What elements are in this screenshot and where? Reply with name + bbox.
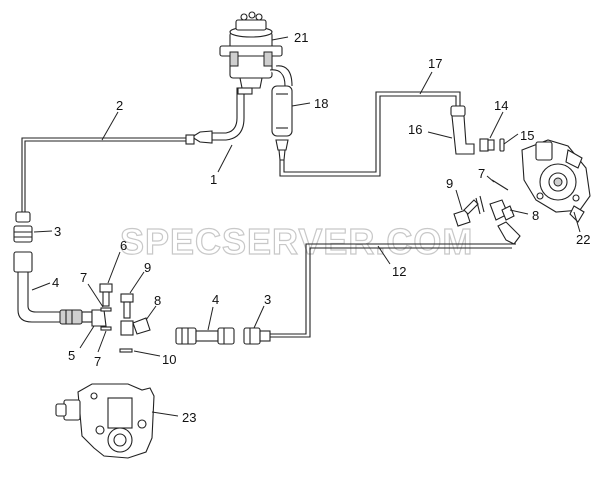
callout-1: 1 — [210, 172, 217, 187]
watermark-text: SPECSERVER.COM — [120, 221, 473, 262]
callout-17: 17 — [428, 56, 442, 71]
callout-3-center: 3 — [264, 292, 271, 307]
banjo-bolt-9-left — [120, 293, 134, 319]
fitting-3-center — [243, 327, 271, 345]
callout-10: 10 — [162, 352, 176, 367]
reservoir-tank — [219, 11, 283, 89]
callout-22: 22 — [576, 232, 590, 247]
hose-4-center — [175, 327, 235, 345]
return-line-12 — [270, 243, 516, 335]
callout-5: 5 — [68, 348, 75, 363]
callout-2: 2 — [116, 98, 123, 113]
callout-9-left: 9 — [144, 260, 151, 275]
callout-7-upper: 7 — [80, 270, 87, 285]
callout-6: 6 — [120, 238, 127, 253]
callout-4-center: 4 — [212, 292, 219, 307]
leader-lines — [31, 36, 581, 417]
fitting-8-right — [489, 199, 515, 221]
callout-8-right: 8 — [532, 208, 539, 223]
elbow-fitting-5 — [91, 309, 107, 327]
callout-23: 23 — [182, 410, 196, 425]
washer-10 — [119, 348, 133, 353]
callout-8-left: 8 — [154, 293, 161, 308]
callout-3-left: 3 — [54, 224, 61, 239]
callout-12: 12 — [392, 264, 406, 279]
washer-7-right — [491, 179, 509, 191]
pressure-line-2 — [21, 137, 192, 214]
fitting-8-left — [120, 317, 151, 336]
banjo-bolt-9-right — [453, 199, 479, 227]
callout-9-right: 9 — [446, 176, 453, 191]
suction-line-17 — [279, 95, 457, 177]
callout-15: 15 — [520, 128, 534, 143]
steering-gear-box — [55, 383, 155, 459]
seal-ring-15 — [499, 138, 505, 152]
callout-14: 14 — [494, 98, 508, 113]
callout-7-lower: 7 — [94, 354, 101, 369]
callout-4-left: 4 — [52, 275, 59, 290]
filter-element — [269, 65, 293, 161]
elbow-fitting-16 — [450, 105, 475, 155]
fitting-3-left — [13, 211, 33, 243]
washer-7-lower — [100, 326, 112, 331]
callout-7-right: 7 — [478, 166, 485, 181]
callout-18: 18 — [314, 96, 328, 111]
banjo-bolt-6 — [99, 283, 113, 307]
fitting-14 — [479, 138, 495, 152]
power-steering-pump — [521, 139, 591, 223]
hose-4-left — [13, 251, 93, 325]
callout-labels: 21 18 1 2 3 4 5 6 7 7 9 8 10 4 3 12 17 1… — [52, 30, 590, 425]
washer-7-upper — [100, 307, 112, 312]
reservoir-outlet-hose — [190, 87, 253, 144]
callout-16: 16 — [408, 122, 422, 137]
callout-21: 21 — [294, 30, 308, 45]
